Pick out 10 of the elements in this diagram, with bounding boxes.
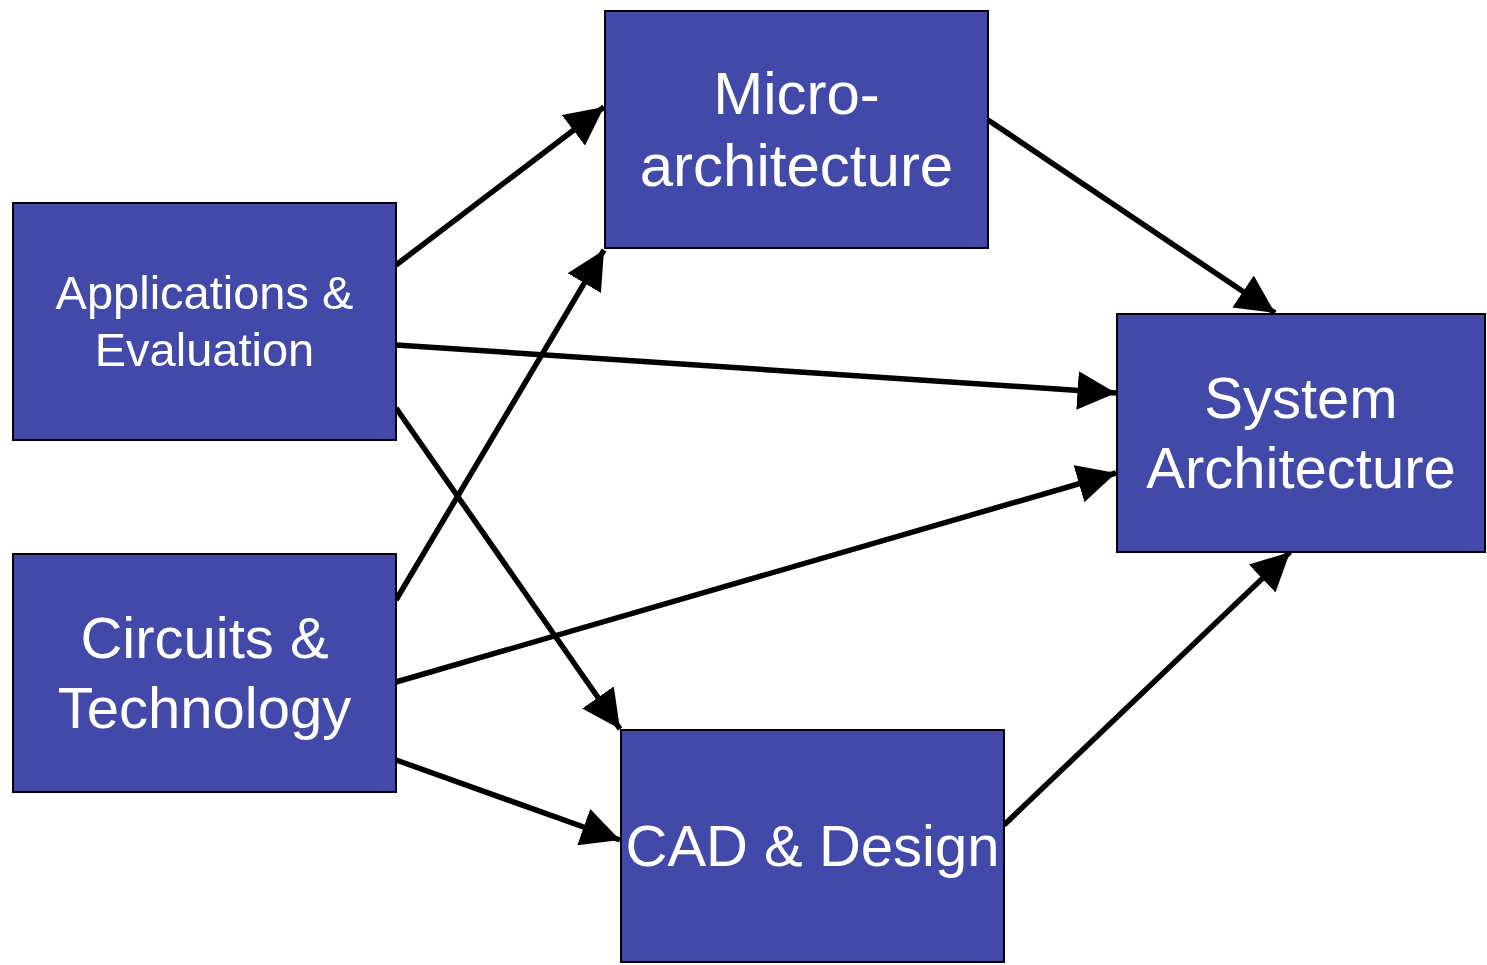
box-label: CAD & Design: [625, 812, 1000, 881]
process-box: [620, 729, 1005, 963]
process-box: [604, 10, 989, 249]
process-box: [12, 553, 397, 793]
process-box: [1116, 313, 1486, 553]
box-label: System Architecture: [1145, 364, 1457, 502]
process-box: [12, 202, 397, 441]
box-label: Circuits & Technology: [56, 604, 353, 742]
box-label: Micro- architecture: [638, 58, 955, 201]
box-label: Applications & Evaluation: [54, 265, 355, 378]
